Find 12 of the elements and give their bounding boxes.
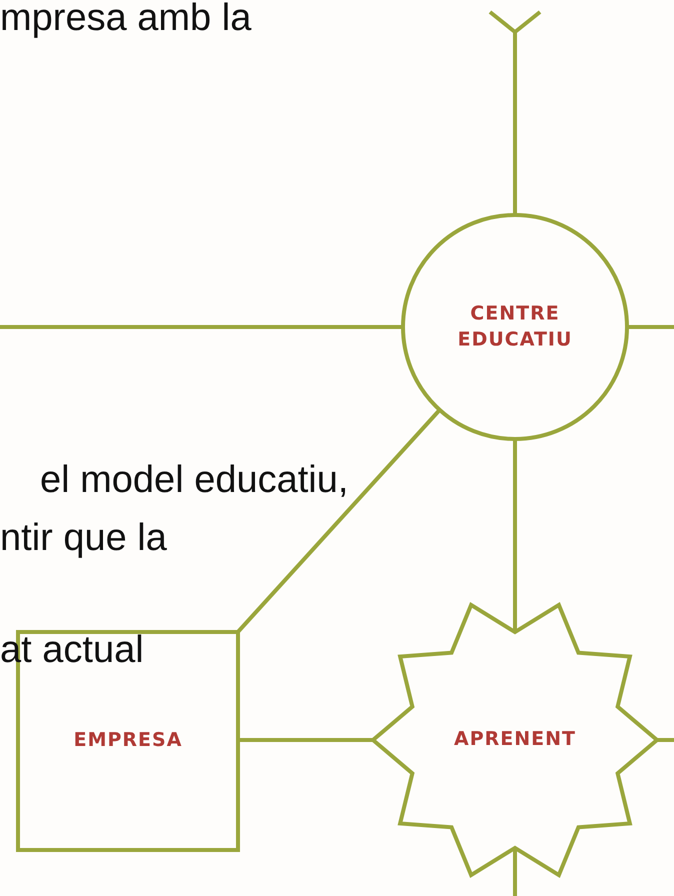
connector-line <box>238 738 373 742</box>
text-fragment: mpresa amb la <box>0 0 252 40</box>
node-label: APRENENT <box>453 727 577 752</box>
node-label: CENTRE EDUCATIU <box>456 301 574 352</box>
text-fragment: ntir que la <box>0 518 167 560</box>
connector-line <box>657 738 674 742</box>
text-fragment: el model educatiu, <box>40 460 348 502</box>
node-label: EMPRESA <box>72 728 184 754</box>
connector-line <box>627 325 674 329</box>
connector-line <box>513 32 517 215</box>
connector-line <box>0 325 403 329</box>
connector-line <box>236 408 442 634</box>
